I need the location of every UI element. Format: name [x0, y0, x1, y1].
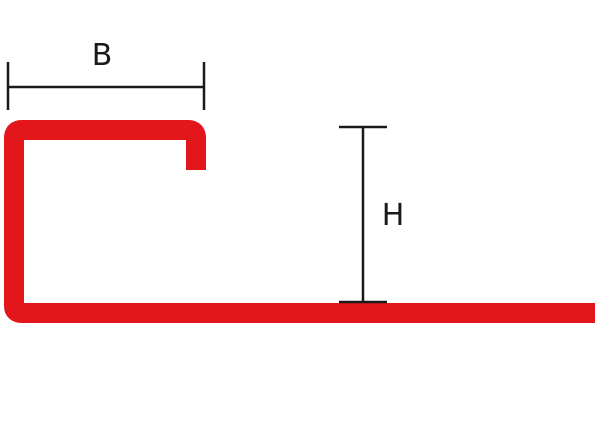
width-label: B: [92, 38, 113, 73]
height-dimension: H: [339, 125, 405, 304]
height-label: H: [382, 198, 405, 233]
width-dimension: B: [6, 38, 206, 110]
profile-outline: [4, 120, 595, 323]
